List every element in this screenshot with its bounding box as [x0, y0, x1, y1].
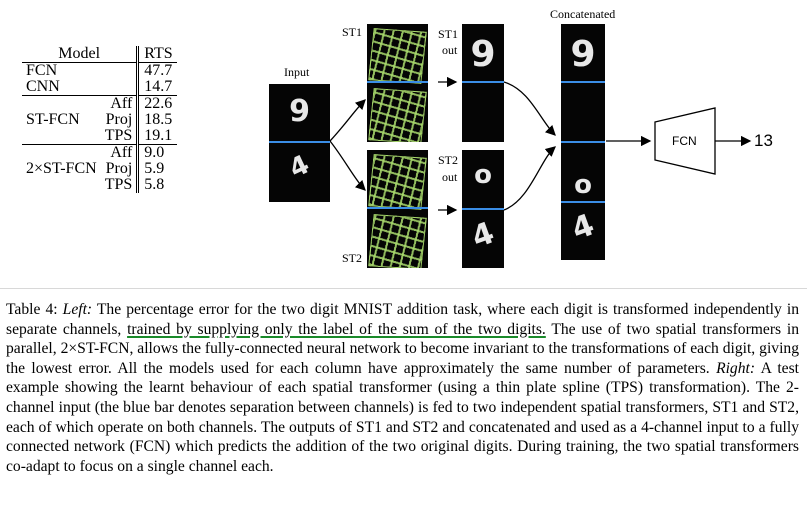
arrow-st2out-to-concat — [503, 146, 556, 211]
row-rts: 14.7 — [136, 79, 177, 96]
input-image: 9 4 — [269, 84, 330, 202]
row-rts: 22.6 — [136, 95, 177, 112]
diagram-connectors — [329, 76, 752, 216]
label-fcn: FCN — [672, 134, 697, 148]
channel-separator — [269, 141, 330, 143]
input-digit-top: 9 — [289, 94, 310, 129]
input-digit-bottom: 4 — [284, 149, 315, 185]
results-table: Model RTS FCN 47.7 CNN 14.7 Aff 22.6 ST-… — [22, 46, 177, 193]
st-diagram: Concatenated ST1 ST1 out Input ST2 out S… — [260, 0, 807, 280]
channel-separator — [561, 201, 605, 203]
caption-label: Table 4: — [6, 301, 63, 318]
st1-output-image: 9 — [462, 24, 504, 142]
st2-tps-grid-top — [368, 154, 427, 210]
fcn-block — [654, 107, 716, 175]
col-header-rts: RTS — [136, 46, 177, 63]
concat-digit-1: 9 — [570, 34, 596, 75]
row-model — [22, 177, 101, 193]
channel-separator — [561, 141, 605, 143]
st2-out-digit-bottom: 4 — [467, 215, 499, 256]
channel-separator — [561, 81, 605, 83]
row-model — [22, 128, 101, 145]
row-variant: TPS — [104, 127, 133, 144]
row-variant: Aff — [100, 144, 138, 161]
row-rts: 9.0 — [136, 144, 177, 161]
caption-highlight: trained by supplying only the label of t… — [127, 320, 546, 338]
label-st1-out-a: ST1 — [438, 27, 459, 41]
label-st2-out-b: out — [442, 170, 458, 184]
arrow-input-to-st1 — [329, 99, 366, 142]
concatenated-image: 9 o 4 — [561, 24, 605, 260]
caption-left-label: Left: — [62, 301, 93, 318]
label-concatenated: Concatenated — [550, 7, 616, 21]
channel-separator — [462, 208, 504, 210]
row-variant: Proj — [105, 111, 133, 128]
divider — [0, 288, 807, 289]
concat-digit-3: o — [574, 170, 592, 200]
row-rts: 47.7 — [136, 62, 177, 79]
col-header-model: Model — [22, 46, 138, 63]
row-model — [22, 95, 101, 112]
st2-out-digit-top: o — [474, 160, 492, 190]
row-rts: 19.1 — [136, 128, 177, 145]
row-model: FCN — [26, 62, 58, 79]
table-caption: Table 4: Left: The percentage error for … — [6, 300, 799, 476]
label-input: Input — [284, 65, 310, 79]
row-variant: TPS — [104, 176, 133, 193]
st1-image — [367, 24, 428, 142]
row-model — [22, 144, 101, 161]
row-variant — [101, 63, 138, 80]
label-st1-out-b: out — [442, 43, 458, 57]
row-variant: Aff — [100, 95, 138, 112]
row-rts: 5.9 — [136, 161, 177, 177]
arrow-st1out-to-concat — [503, 81, 556, 136]
label-st2: ST2 — [342, 251, 363, 265]
channel-separator — [367, 81, 428, 83]
st1-out-digit: 9 — [470, 34, 496, 75]
channel-separator — [367, 207, 428, 209]
row-model: 2×ST-FCN — [26, 160, 97, 177]
label-output: 13 — [754, 131, 773, 150]
row-model: CNN — [26, 78, 60, 95]
row-rts: 18.5 — [136, 112, 177, 128]
caption-text: The percentage error for the two digit M… — [6, 301, 799, 338]
row-rts: 5.8 — [136, 177, 177, 193]
caption-text: The use of two spatial transformers in p… — [6, 320, 799, 377]
label-st1: ST1 — [342, 25, 363, 39]
st1-tps-grid-bottom — [368, 88, 427, 142]
label-st2-out-a: ST2 — [438, 153, 459, 167]
channel-separator — [462, 81, 504, 83]
caption-text: A test example showing the learnt behavi… — [6, 359, 799, 475]
st1-tps-grid-top — [368, 28, 427, 84]
row-variant: Proj — [105, 160, 133, 177]
arrow-input-to-st2 — [329, 140, 366, 191]
concat-digit-4: 4 — [567, 207, 599, 248]
row-variant — [101, 79, 138, 96]
st2-tps-grid-bottom — [368, 214, 427, 268]
st2-image — [367, 150, 428, 268]
caption-right-label: Right: — [716, 359, 756, 377]
st2-output-image: o 4 — [462, 150, 504, 268]
row-model: ST-FCN — [26, 111, 80, 128]
